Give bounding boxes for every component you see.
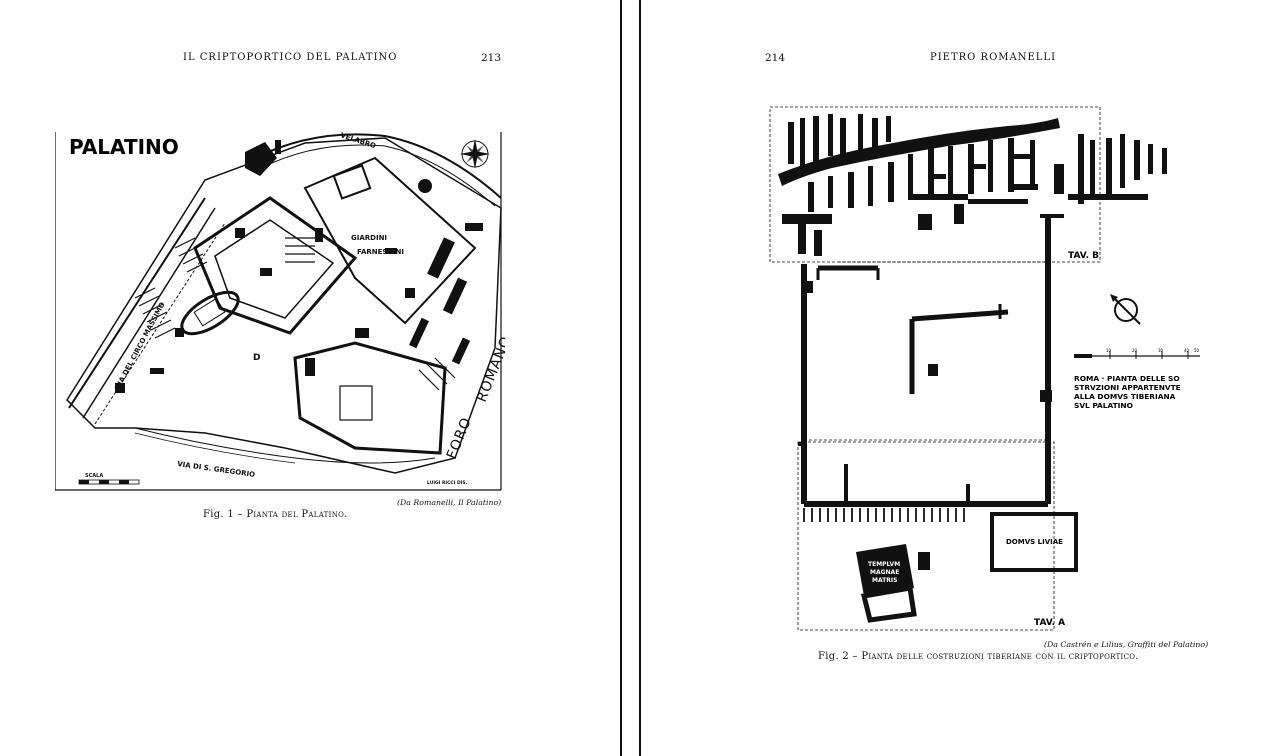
- label-templum-2: MAGNAE: [870, 569, 899, 576]
- scale-tick-50: 50: [1194, 348, 1200, 353]
- cryptoporticus: [798, 214, 1064, 507]
- label-tav-a: TAV. A: [1034, 618, 1065, 628]
- caption-prefix-right: Fig. 2 –: [818, 651, 862, 662]
- legend-line-3: ALLA DOMVS TIBERIANA: [1074, 392, 1176, 401]
- label-circo-massimo: VIA DEL CIRCO MASSIMO: [114, 301, 167, 391]
- templum-block: TEMPLVM MAGNAE MATRIS: [856, 544, 917, 623]
- page-edge-left: [620, 0, 622, 756]
- scale-tick-30: 30: [1158, 348, 1164, 353]
- palatino-map: PALATINO: [55, 131, 505, 491]
- caption-text-right: Pianta delle costruzioni tiberiane con i…: [861, 651, 1139, 662]
- palatine-plan: [66, 133, 502, 485]
- legend-line-2: STRVZIONI APPARTENVTE: [1074, 383, 1181, 392]
- page-number-right: 214: [765, 52, 786, 64]
- label-scala: SCALA: [85, 473, 103, 479]
- label-templum-3: MATRIS: [872, 577, 897, 584]
- label-author: LUIGI RICCI DIS.: [427, 480, 468, 486]
- label-tav-b: TAV. B: [1068, 251, 1099, 261]
- compass-rose-icon: [460, 139, 490, 169]
- left-page: IL CRIPTOPORTICO DEL PALATINO 213 PALATI…: [0, 0, 620, 756]
- legend-line-1: ROMA · PIANTA DELLE SO: [1074, 374, 1180, 383]
- running-head-left: IL CRIPTOPORTICO DEL PALATINO: [183, 52, 398, 63]
- figure-caption-right: Fig. 2 – Pianta delle costruzioni tiberi…: [818, 651, 1139, 662]
- figure-credit-left: (Da Romanelli, Il Palatino): [397, 498, 502, 507]
- scale-bar: [78, 479, 140, 485]
- label-farnesiani: FARNESIANI: [357, 248, 404, 256]
- label-d: D: [253, 353, 260, 363]
- caption-text-left: Pianta del Palatino.: [246, 509, 348, 520]
- running-head-right: PIETRO ROMANELLI: [930, 52, 1057, 63]
- north-arrow-icon: [1110, 294, 1141, 325]
- scale-tick-40: 40: [1184, 348, 1190, 353]
- label-s-gregorio: VIA DI S. GREGORIO: [177, 460, 256, 479]
- top-ruins: [778, 114, 1167, 256]
- page-number-left: 213: [481, 52, 502, 64]
- figure-credit-right: (Da Castrén e Lilius, Graffiti del Palat…: [1044, 640, 1209, 649]
- label-foro: FORO: [444, 415, 475, 462]
- scale-tick-20: 20: [1132, 348, 1138, 353]
- page-edge-right: [639, 0, 641, 756]
- caption-prefix-left: Fig. 1 –: [203, 509, 247, 520]
- scale-tick-10: 10: [1106, 348, 1112, 353]
- tiberiana-plan: DOMVS LIVIAE TEMPLVM MAGNAE MATRIS TAV. …: [769, 106, 1200, 631]
- label-giardini: GIARDINI: [351, 234, 387, 242]
- label-romano: ROMANO: [474, 334, 505, 405]
- label-domus-liviae: DOMVS LIVIAE: [1006, 538, 1063, 546]
- right-page: 214 PIETRO ROMANELLI: [641, 0, 1264, 756]
- plan-legend: ROMA · PIANTA DELLE SO STRVZIONI APPARTE…: [1074, 374, 1181, 410]
- scale-bar-right: 10 20 30 40 50: [1074, 348, 1200, 359]
- label-templum-1: TEMPLVM: [868, 561, 900, 568]
- figure-caption-left: Fig. 1 – Pianta del Palatino.: [203, 509, 348, 520]
- map-title: PALATINO: [69, 135, 179, 159]
- legend-line-4: SVL PALATINO: [1074, 401, 1133, 410]
